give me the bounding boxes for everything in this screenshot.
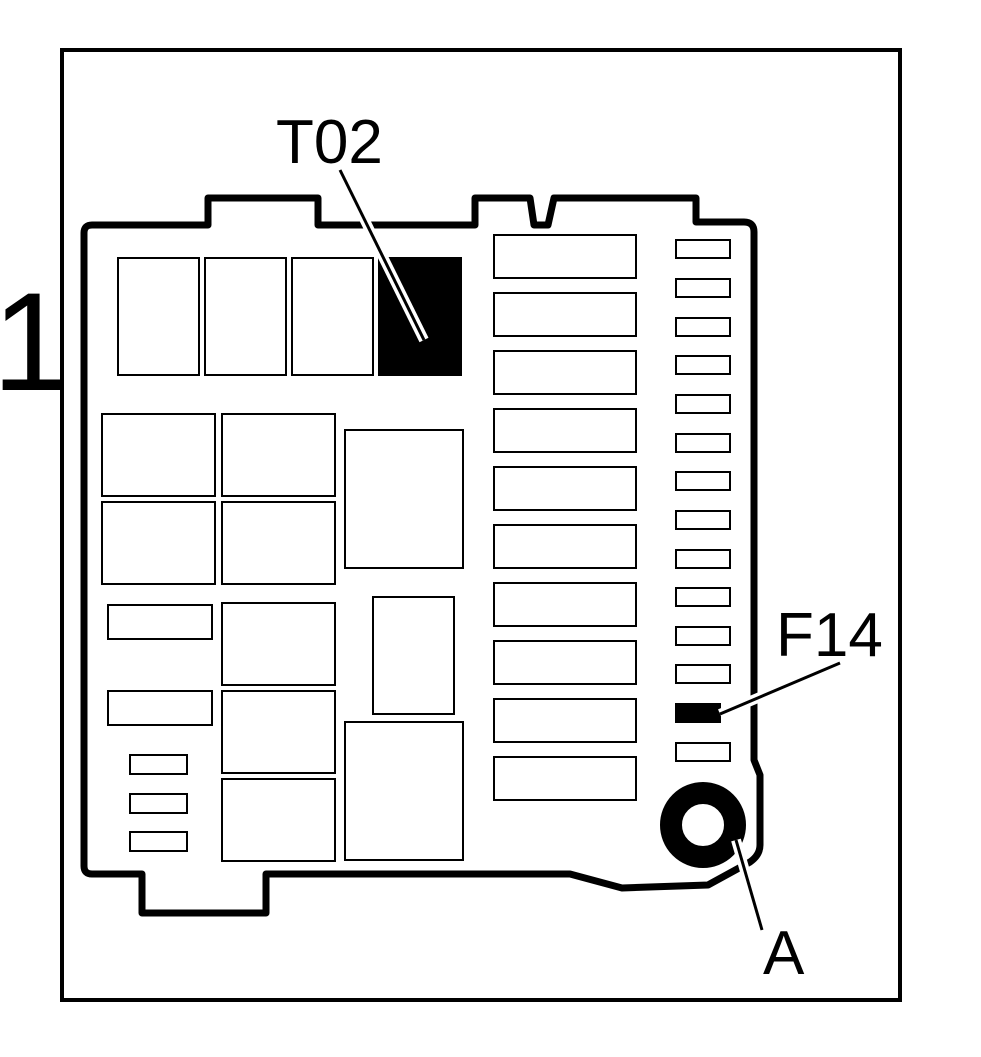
fuse-box-outline <box>80 194 764 917</box>
fuse-slot-r8 <box>675 510 731 530</box>
fuse-slot-r1 <box>675 239 731 259</box>
fuse-slot-r7 <box>675 471 731 491</box>
mini-fuse-2 <box>129 793 188 814</box>
relay-slot-6 <box>101 501 216 585</box>
fuse-slot-r4 <box>675 355 731 375</box>
label-f14: F14 <box>776 601 883 670</box>
leader-line-a <box>731 838 767 932</box>
maxi-fuse-2 <box>493 292 637 337</box>
fuse-slot-r3 <box>675 317 731 337</box>
relay-slot-5 <box>221 413 336 497</box>
relay-slot-7 <box>221 501 336 585</box>
fuse-slot-r5 <box>675 394 731 414</box>
relay-slot-2 <box>204 257 287 376</box>
mount-point-a <box>660 782 746 868</box>
fuse-slot-r12 <box>675 664 731 684</box>
fuse-slot-wide-1 <box>107 604 213 640</box>
fuse-slot-r10 <box>675 587 731 607</box>
maxi-fuse-7 <box>493 582 637 627</box>
relay-slot-10 <box>221 778 336 862</box>
maxi-fuse-8 <box>493 640 637 685</box>
label-t02: T02 <box>276 108 383 177</box>
fuse-slot-r14 <box>675 742 731 762</box>
maxi-fuse-5 <box>493 466 637 511</box>
leader-line-t02 <box>335 167 429 343</box>
maxi-fuse-3 <box>493 350 637 395</box>
relay-slot-4 <box>101 413 216 497</box>
mini-fuse-1 <box>129 754 188 775</box>
relay-slot-9 <box>221 690 336 774</box>
relay-slot-large-1 <box>344 429 464 569</box>
relay-slot-8 <box>221 602 336 686</box>
maxi-fuse-1 <box>493 234 637 279</box>
fuse-slot-r2 <box>675 278 731 298</box>
maxi-fuse-10 <box>493 756 637 801</box>
relay-slot-tall <box>372 596 455 715</box>
leader-line-f14 <box>718 658 842 719</box>
relay-slot-3 <box>291 257 374 376</box>
fuse-slot-r9 <box>675 549 731 569</box>
maxi-fuse-6 <box>493 524 637 569</box>
fuse-f14 <box>675 703 721 723</box>
relay-slot-1 <box>117 257 200 376</box>
fuse-slot-wide-2 <box>107 690 213 726</box>
maxi-fuse-9 <box>493 698 637 743</box>
fuse-slot-r11 <box>675 626 731 646</box>
label-a: A <box>763 919 805 988</box>
relay-slot-large-2 <box>344 721 464 861</box>
maxi-fuse-4 <box>493 408 637 453</box>
fuse-slot-r6 <box>675 433 731 453</box>
mini-fuse-3 <box>129 831 188 852</box>
figure-number: 1 <box>0 263 70 420</box>
